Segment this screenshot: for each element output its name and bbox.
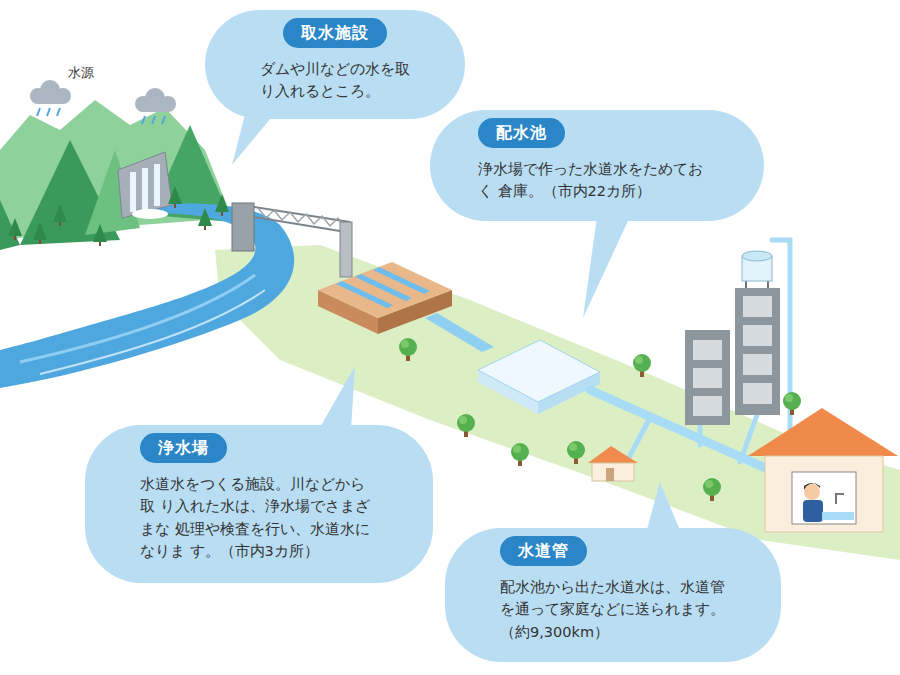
building-window [693,396,722,416]
reservoir-top [478,340,600,402]
tree [511,443,529,466]
callout-text: 浄水場で作った水道水をためておく 倉庫。（市内22カ所） [478,158,716,203]
pine-tree [168,186,182,208]
building-window [693,340,722,360]
tree [703,478,721,501]
person-head [804,484,820,500]
water-channel [425,313,494,352]
rain-cloud [30,80,71,116]
callout-bubble: 取水施設ダムや川などの水を取 り入れるところ。 [205,10,465,119]
intake-truss [258,208,346,228]
small-house-roof [588,446,638,463]
callout-heading: 水道管 [500,536,587,566]
treatment-basin [373,267,430,294]
pine-tree [8,218,22,240]
building-window [743,354,772,375]
callout-bubble: 浄水場水道水をつくる施設。川などから取 り入れた水は、浄水場でさまざまな 処理や… [85,425,433,583]
splash [132,209,168,219]
person-body [803,500,823,522]
building-window [743,325,772,346]
callout-bubble: 水道管配水池から出た水道水は、水道管 を通って家庭などに送られます。 （約9,3… [445,528,781,662]
water-tank-top [742,251,772,261]
cloud-part [143,104,168,112]
tree [457,414,475,437]
small-house-door [606,468,614,481]
building [735,288,780,415]
tree [567,441,585,464]
area-label: 水源 [68,64,94,82]
pine-tree [215,194,229,216]
pine-tree [93,224,107,246]
treatment-basin [355,274,412,301]
treatment-plant-top [318,262,452,318]
pine-tree [198,208,212,230]
house-window [792,472,856,524]
callout-bubble: 配水池浄水場で作った水道水をためておく 倉庫。（市内22カ所） [430,110,764,221]
callout-text: 水道水をつくる施設。川などから取 り入れた水は、浄水場でさまざまな 処理や検査を… [140,473,378,563]
tree [399,338,417,361]
small-house-wall [592,463,634,481]
waterfall [142,168,148,210]
river-highlight [40,290,265,374]
faucet [836,494,844,504]
callout-text: 配水池から出た水道水は、水道管 を通って家庭などに送られます。 （約9,300k… [500,576,726,643]
callout-heading: 浄水場 [140,433,227,463]
pine-tree [33,222,47,244]
sink [822,512,854,520]
intake-bridge [254,207,350,232]
pine-tree [53,204,67,226]
river-highlight [20,275,255,362]
intake-pipe [340,222,352,277]
building [685,330,730,425]
intake-tower [232,203,254,251]
building-window [743,383,772,404]
building-window [693,368,722,388]
callout-heading: 配水池 [478,118,565,148]
callout-text: ダムや川などの水を取 り入れるところ。 [260,58,410,103]
house-roof [748,408,898,456]
rain-cloud [135,88,176,124]
rain [37,108,60,116]
cloud-part [38,96,63,104]
callout-heading: 取水施設 [283,18,387,48]
tree [783,392,801,415]
mountain-ridge [85,150,140,235]
waterfall [130,172,136,212]
tree [633,354,651,377]
waterfall [154,164,160,206]
house-wall [765,456,883,532]
dam [118,152,172,218]
river [0,203,294,388]
rain [142,116,165,124]
building-window [743,296,772,317]
